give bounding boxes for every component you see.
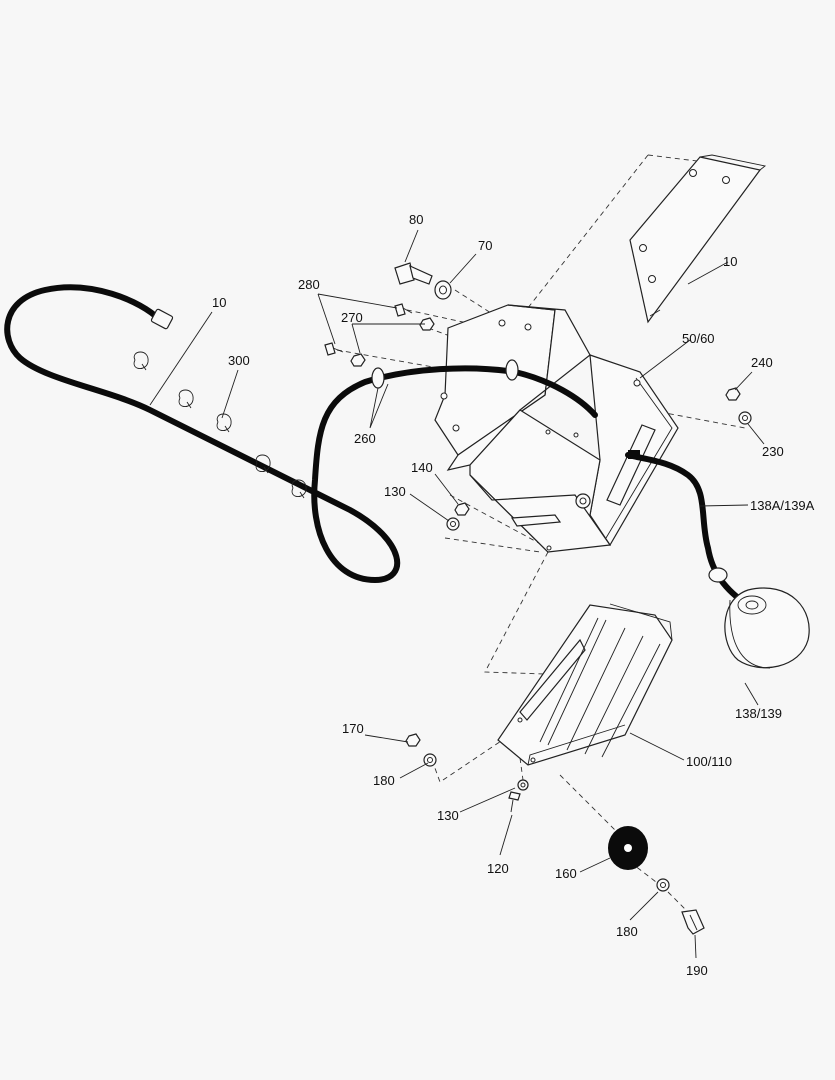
callout-300: 300 [228, 353, 250, 368]
callout-190: 190 [686, 963, 708, 978]
callout-10-hose: 10 [212, 295, 226, 310]
nut-240 [725, 387, 741, 401]
washer-180-bottom [656, 878, 670, 892]
callout-138A-139A: 138A/139A [750, 498, 815, 513]
nuts-270 [350, 317, 435, 367]
washer-130-top [446, 517, 460, 531]
assembly-lines [336, 154, 746, 913]
rubber-pad-160 [608, 826, 648, 870]
callout-170: 170 [342, 721, 364, 736]
nut-170 [405, 733, 421, 747]
washer-230 [738, 411, 752, 425]
lower-bracket-100-110 [497, 603, 673, 766]
bracket-plate-10 [629, 154, 767, 324]
box-bracket-50-60 [434, 304, 679, 553]
callout-270: 270 [341, 310, 363, 325]
callout-230: 230 [762, 444, 784, 459]
spring-clips-300 [133, 351, 307, 499]
callout-180-left: 180 [373, 773, 395, 788]
callout-50-60: 50/60 [682, 331, 715, 346]
callout-280: 280 [298, 277, 320, 292]
callout-160: 160 [555, 866, 577, 881]
callout-100-110: 100/110 [686, 754, 732, 769]
callout-130-top: 130 [384, 484, 406, 499]
leader-lines [149, 229, 765, 959]
nut-140 [454, 502, 470, 516]
washer-180-left [423, 753, 437, 767]
hose-assembly-10 [4, 284, 598, 583]
callout-10-bracket: 10 [723, 254, 737, 269]
fastener-190 [681, 909, 705, 935]
callout-260: 260 [354, 431, 376, 446]
callout-140: 140 [411, 460, 433, 475]
callout-80: 80 [409, 212, 423, 227]
screw-120 [508, 791, 521, 813]
callout-labels: 80 70 10 280 10 270 300 50/60 240 260 23… [212, 212, 815, 978]
callout-120: 120 [487, 861, 509, 876]
callout-138-139: 138/139 [735, 706, 782, 721]
washer-70 [434, 280, 452, 300]
callout-130-bottom: 130 [437, 808, 459, 823]
hose-clips-260 [371, 359, 519, 389]
screws-280 [324, 303, 413, 356]
callout-180-bottom: 180 [616, 924, 638, 939]
bolt-80 [394, 262, 433, 285]
washer-130-bottom [517, 779, 529, 791]
callout-70: 70 [478, 238, 492, 253]
lamp-138-139 [708, 567, 810, 669]
callout-240: 240 [751, 355, 773, 370]
